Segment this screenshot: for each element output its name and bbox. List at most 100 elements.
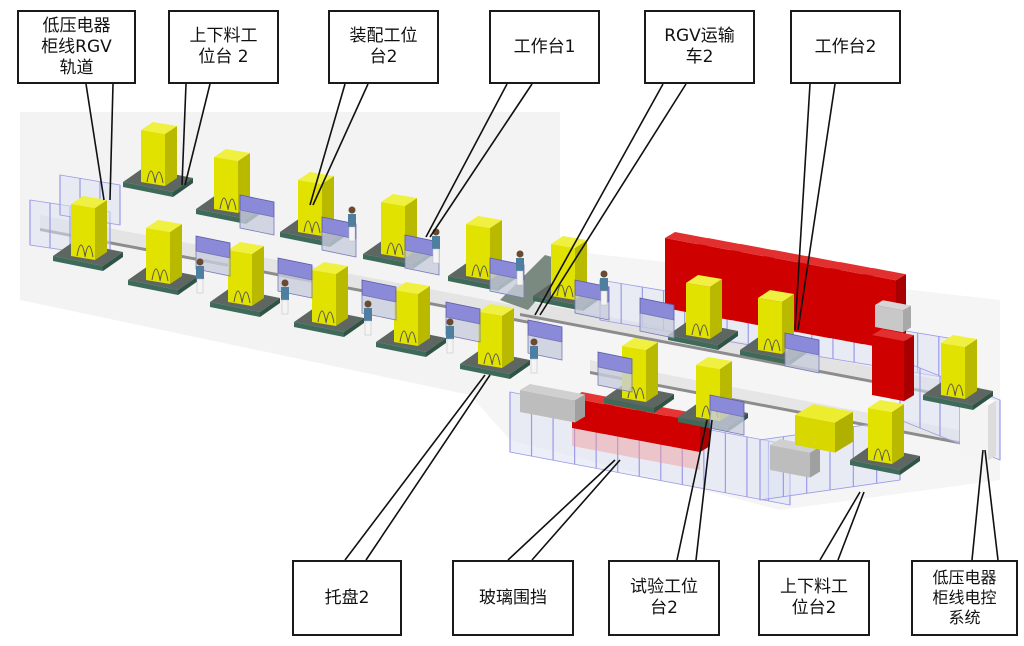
callout-workbench-1: 工作台1 xyxy=(489,10,600,84)
pallet-front xyxy=(740,350,790,365)
worker-head xyxy=(348,206,356,214)
callout-text: 工作台2 xyxy=(814,36,877,57)
cabinet-side xyxy=(418,286,430,346)
cabinet-cables xyxy=(317,310,335,324)
grey-machine-top xyxy=(770,439,820,453)
worker-2 xyxy=(364,300,372,336)
cabinet-cables xyxy=(471,264,489,278)
worker-body xyxy=(600,278,608,291)
worker-head xyxy=(600,270,608,278)
worker-body xyxy=(530,346,538,359)
electrical-control-cabinet-front xyxy=(960,400,988,461)
worker-legs xyxy=(281,299,289,315)
grey-machine-side xyxy=(903,305,911,333)
red-cabinet-back-top xyxy=(830,262,873,275)
worker-body xyxy=(364,308,372,321)
stations xyxy=(53,122,993,475)
cabinet-top xyxy=(622,338,658,350)
yellow-block-front xyxy=(795,415,835,453)
red-cabinet-side-front xyxy=(872,335,904,402)
station-front-1 xyxy=(128,220,198,295)
station-front-2 xyxy=(210,242,280,317)
grey-machine-side xyxy=(575,394,585,423)
cabinet-side xyxy=(502,308,514,368)
station-front-4 xyxy=(376,282,446,357)
callout-text: 低压电器 柜线RGV 轨道 xyxy=(41,15,112,78)
cabinet-top xyxy=(941,335,977,347)
workbench-front-0 xyxy=(195,235,231,277)
workbench-front-3 xyxy=(445,301,481,343)
cabinet-top xyxy=(394,282,430,294)
cabinet-cables xyxy=(146,170,164,184)
cabinet-top xyxy=(381,194,417,206)
callout-loading-station-2-bottom: 上下料工 位台2 xyxy=(758,560,870,636)
red-cabinet-side-side xyxy=(904,335,914,402)
callout-text: 上下料工 位台2 xyxy=(780,577,848,618)
pallet-side xyxy=(718,331,738,350)
red-cabinet-back-front xyxy=(797,262,830,339)
callout-text: 玻璃围挡 xyxy=(479,587,547,608)
worker-legs xyxy=(196,278,204,294)
cabinet-cables xyxy=(233,290,251,304)
cabinet-cables xyxy=(946,383,964,397)
cabinet-side xyxy=(965,339,977,399)
cabinet-top xyxy=(214,149,250,161)
grey-machine-front xyxy=(770,445,810,478)
worker-body xyxy=(281,287,289,300)
worker-legs xyxy=(516,270,524,286)
grey-machine-front xyxy=(875,305,903,333)
workbench-right-0 xyxy=(639,297,675,339)
pallet-front xyxy=(128,280,178,295)
red-test-cabinets xyxy=(520,232,996,478)
station-right-5 xyxy=(850,400,920,475)
cabinet-cables xyxy=(399,330,417,344)
cabinet-side xyxy=(646,342,658,402)
workbench-back-1 xyxy=(321,216,357,258)
cabinet-top xyxy=(696,357,732,369)
worker-1 xyxy=(281,279,289,315)
worker-5 xyxy=(348,206,356,242)
cabinet-top xyxy=(312,262,348,274)
worker-body xyxy=(516,258,524,271)
pallet-front xyxy=(210,302,260,317)
red-cabinet-back-top xyxy=(731,244,774,257)
cabinet-cables xyxy=(873,448,891,462)
worker-legs xyxy=(530,358,538,374)
callout-assembly-station-2: 装配工位 台2 xyxy=(328,10,439,84)
pallet-front xyxy=(460,364,510,379)
worker-body xyxy=(432,236,440,249)
callout-text: 工作台1 xyxy=(513,36,576,57)
pallet-side xyxy=(426,338,446,357)
grey-machine-front xyxy=(520,390,575,423)
callout-control-system: 低压电器 柜线电控 系统 xyxy=(911,560,1018,636)
callout-test-station-2: 试验工位 台2 xyxy=(608,560,720,636)
callout-text: RGV运输 车2 xyxy=(664,26,735,67)
pallet-front xyxy=(363,254,413,269)
grey-machine xyxy=(875,300,911,333)
workbench-body xyxy=(321,231,357,258)
red-cabinet-front-front xyxy=(636,410,668,447)
cabinet-top xyxy=(146,220,182,232)
pallet-front xyxy=(850,460,900,475)
pallet-side xyxy=(344,318,364,337)
workbench-right-1 xyxy=(784,332,820,374)
red-cabinet-glass-reflection xyxy=(572,428,700,470)
callout-text: 上下料工 位台 2 xyxy=(189,26,258,67)
yellow-block-top xyxy=(795,404,853,423)
cabinet-side xyxy=(892,404,904,464)
red-cabinet-side xyxy=(872,329,914,402)
workbench-body xyxy=(784,347,820,374)
worker-0 xyxy=(196,258,204,294)
cabinet-top xyxy=(228,242,264,254)
cabinet-cables xyxy=(303,220,321,234)
rgv-track-bottom-rail xyxy=(520,313,980,404)
cabinet-side xyxy=(165,126,177,186)
callout-pallet-2: 托盘2 xyxy=(292,560,402,636)
pallet-side xyxy=(973,391,993,410)
workbench-body xyxy=(489,272,525,299)
grey-machine-top xyxy=(520,384,585,401)
callout-workbench-2: 工作台2 xyxy=(790,10,901,84)
worker-8 xyxy=(600,270,608,306)
station-front-0 xyxy=(53,196,123,271)
cabinet-top xyxy=(478,304,514,316)
